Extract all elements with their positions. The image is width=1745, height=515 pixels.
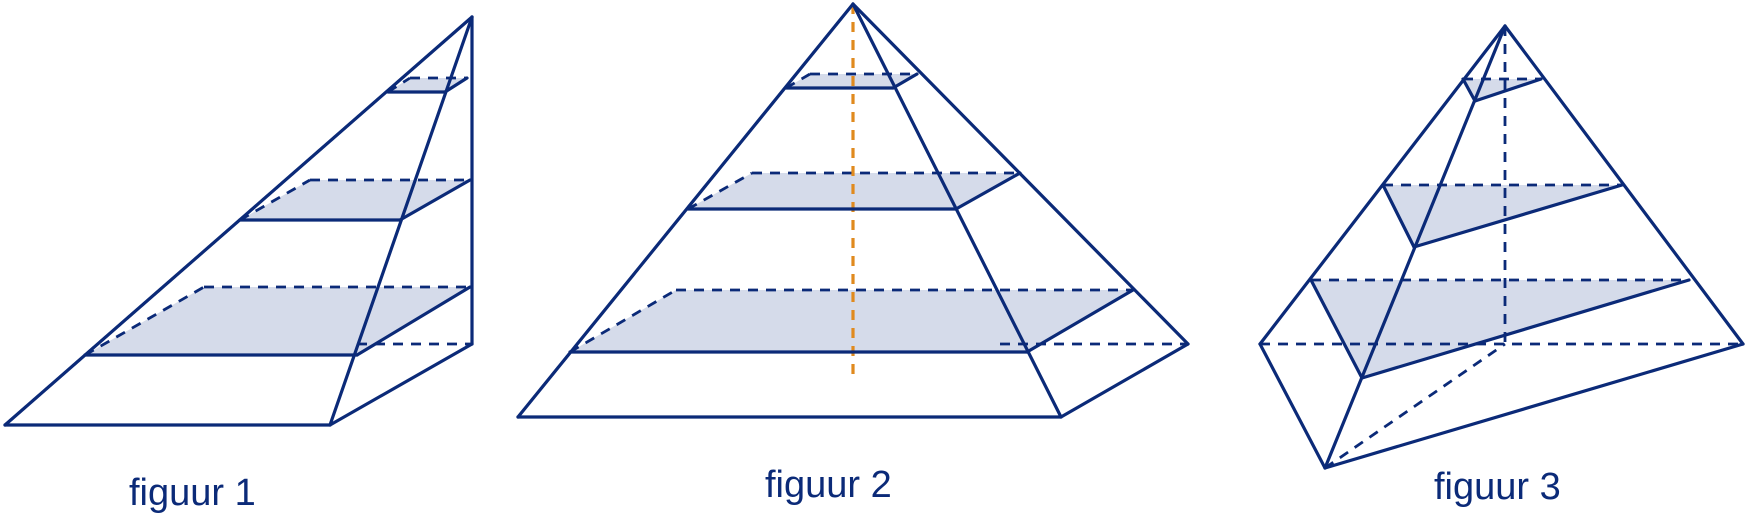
- figure-2-front-right-edge: [851, 2, 1063, 419]
- figure-3-cut-2-left: [1381, 183, 1416, 249]
- figure-2-section-bottom: [570, 290, 1133, 352]
- figure-2-left-edge: [516, 2, 855, 419]
- figure-3-base-left: [1258, 342, 1327, 470]
- figure-3-cut-2-right: [1412, 183, 1624, 249]
- figure-1-cut-2-side: [398, 178, 472, 222]
- figure-1-caption: figuur 1: [129, 472, 256, 514]
- figure-1-slope-edge: [3, 15, 474, 427]
- figure-1-hidden-side-1: [84, 285, 205, 357]
- figure-1-cut-3-side: [443, 76, 469, 94]
- figure-1-hidden-side-3: [387, 76, 411, 94]
- figure-1-hidden-side-2: [239, 178, 311, 222]
- figure-3-right-edge: [1503, 24, 1745, 346]
- figure-1-cut-1-side: [355, 285, 472, 357]
- figure-2-caption: figuur 2: [765, 464, 892, 506]
- figure-3-caption: figuur 3: [1434, 466, 1561, 508]
- figure-1-wedge: [3, 15, 474, 427]
- figure-3-cut-3-left: [1461, 77, 1477, 103]
- figure-3-section-bottom: [1311, 280, 1689, 378]
- figure-3-cut-3-right: [1473, 77, 1543, 103]
- figure-2-hidden-side-1: [569, 288, 677, 354]
- figure-3-cut-1-left: [1309, 278, 1364, 380]
- figure-3-section-middle: [1383, 185, 1622, 247]
- figure-2-hidden-side-2: [687, 171, 753, 211]
- figure-1-base-right: [328, 342, 474, 427]
- figure-2-base-right: [1059, 342, 1190, 419]
- figure-3-cut-1-right: [1360, 278, 1691, 380]
- figure-2-hidden-side-3: [785, 72, 811, 90]
- figure-2-pyramid: [516, 2, 1190, 419]
- figure-2-cut-3-side: [891, 72, 919, 90]
- figure-3-tetrahedron: [1258, 24, 1745, 470]
- figure-2-cut-1-side: [1025, 288, 1135, 354]
- figure-3-hidden-base-diag: [1324, 342, 1506, 470]
- figure-2-cut-2-side: [954, 171, 1022, 211]
- figure-3-base-right: [1323, 342, 1745, 470]
